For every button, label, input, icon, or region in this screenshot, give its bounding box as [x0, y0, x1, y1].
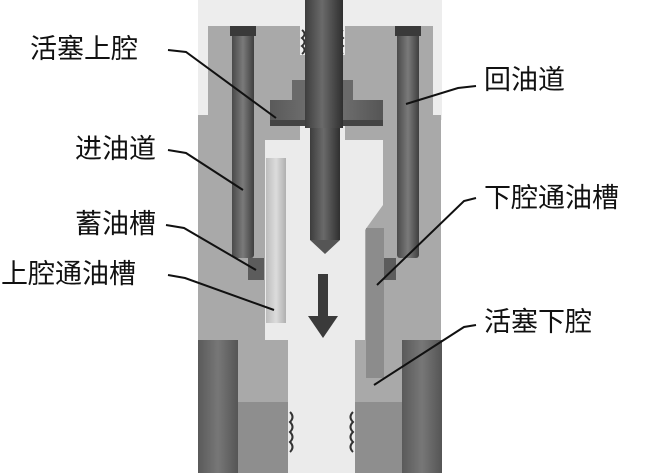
label-piston-upper-chamber: 活塞上腔 [30, 34, 138, 65]
oil-inlet-cap [230, 26, 256, 36]
down-arrow-icon [308, 274, 338, 338]
leader-lower-chamber-groove [376, 197, 477, 286]
leader-lines [165, 49, 477, 386]
lower-chamber-groove [366, 228, 384, 378]
oil-return-channel [397, 30, 419, 258]
label-oil-inlet: 进油道 [75, 134, 156, 165]
lower-thread-marks [288, 411, 355, 453]
label-lower-chamber-oil-groove: 下腔通油槽 [484, 183, 619, 214]
oil-inlet-channel [232, 30, 254, 258]
lower-shoulder-right [355, 402, 402, 473]
upper-chamber-groove [266, 158, 286, 323]
lower-block-left [198, 340, 238, 473]
lower-groove-notch [382, 258, 396, 280]
lower-light-tube [288, 372, 355, 473]
leader-oil-return [405, 85, 477, 105]
lower-block-right [402, 340, 442, 473]
label-oil-storage-groove: 蓄油槽 [75, 209, 156, 240]
leader-piston-upper-chamber [167, 49, 277, 119]
leader-oil-storage-groove [165, 224, 257, 271]
lower-block [198, 340, 442, 473]
label-oil-return: 回油道 [484, 65, 565, 96]
leader-upper-chamber-groove [167, 274, 275, 311]
oil-return-cap [395, 26, 421, 36]
rod-lower [310, 128, 340, 240]
label-piston-lower-chamber: 活塞下腔 [484, 307, 592, 338]
label-upper-chamber-oil-groove: 上腔通油槽 [1, 259, 136, 290]
piston-rod [305, 0, 343, 254]
leader-oil-inlet [167, 149, 244, 191]
rod-tip [310, 240, 340, 254]
leader-piston-lower-chamber [373, 324, 477, 386]
lower-shoulder-left [238, 402, 288, 473]
rod-upper [305, 0, 343, 128]
